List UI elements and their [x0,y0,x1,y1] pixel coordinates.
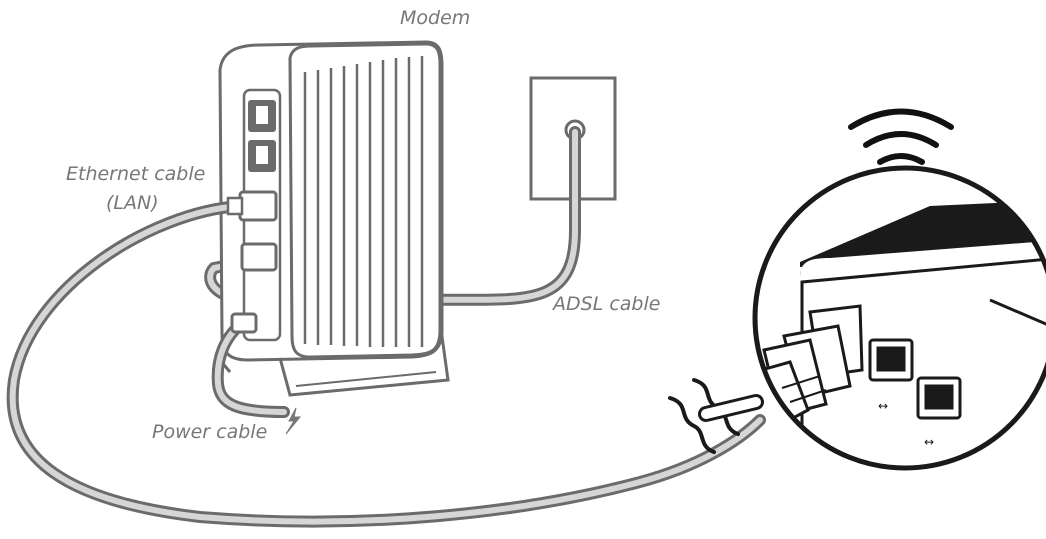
wifi-signal-icon [848,108,954,165]
adsl-plug [240,242,278,272]
svg-text:↔: ↔ [878,399,888,413]
power-cable [211,312,290,418]
adsl-cable [204,126,581,306]
ethernet-cable-label-lan: (LAN) [106,192,159,214]
modem-label: Modem [400,7,471,29]
modem [218,40,450,397]
ethernet-cable [6,200,766,528]
svg-text:↔: ↔ [924,435,934,449]
lightning-bolt-icon [285,407,302,435]
ethernet-cable-label: Ethernet cable [66,163,206,185]
adsl-cable-label: ADSL cable [553,293,661,315]
power-cable-label: Power cable [152,421,268,443]
router-closeup: ↔ ↔ [752,165,1046,471]
ethernet-plug [226,190,278,222]
